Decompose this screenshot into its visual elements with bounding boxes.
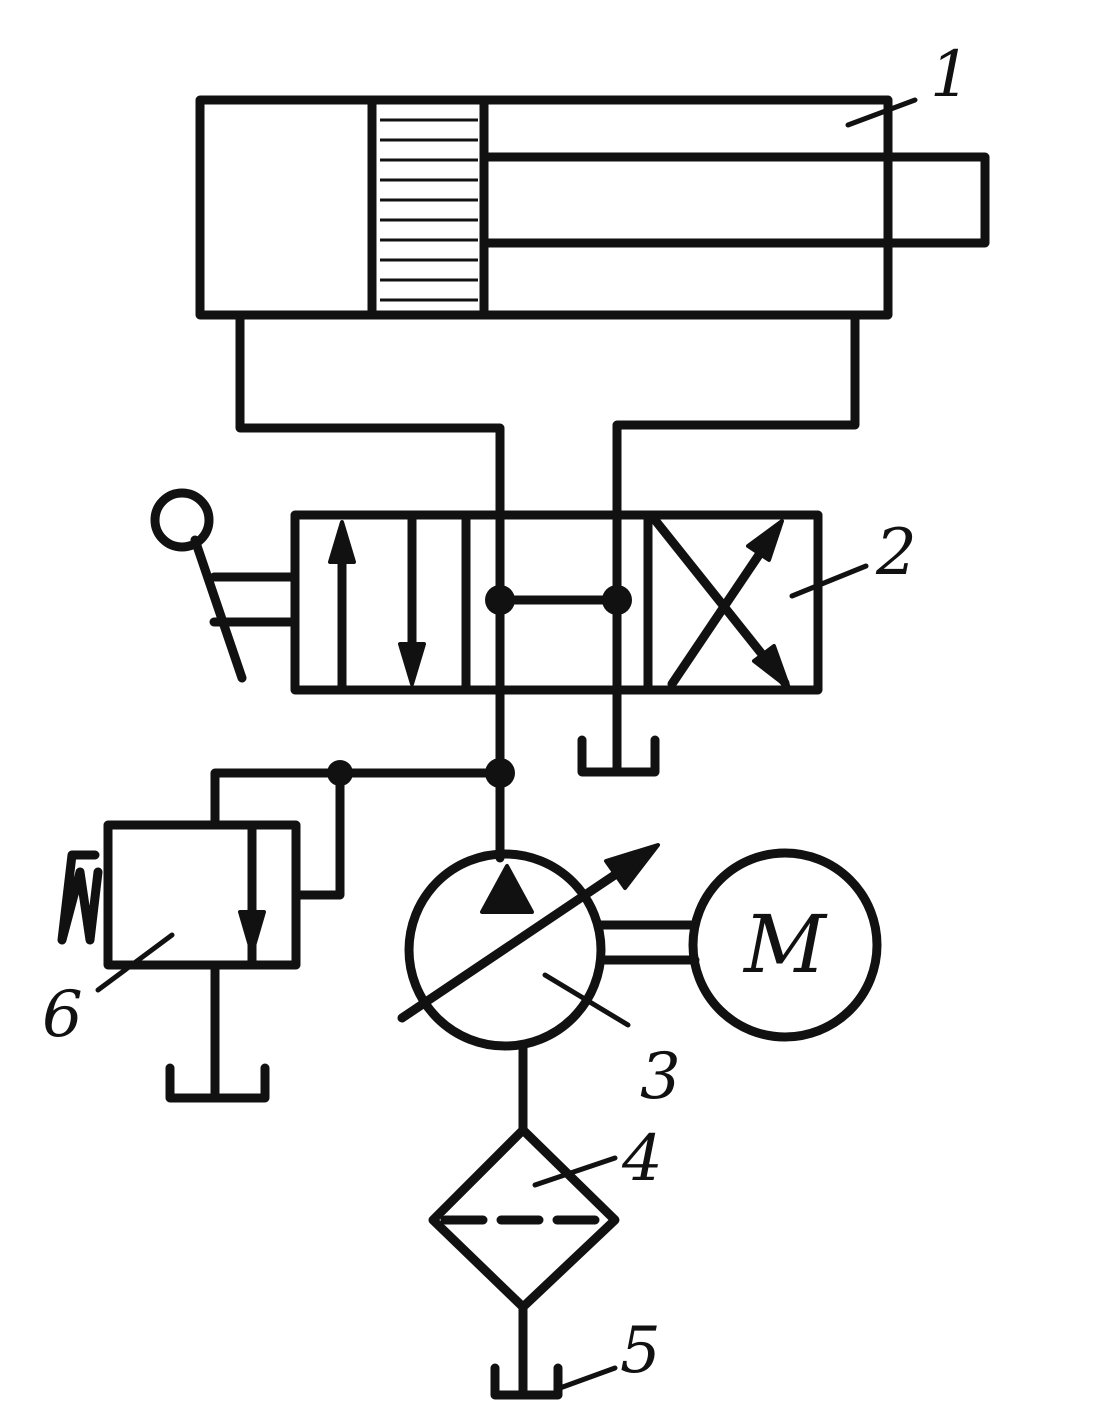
leader-line-1	[845, 97, 918, 128]
label-2: 2	[875, 516, 917, 590]
lever-handle[interactable]	[190, 535, 247, 683]
label-3: 3	[640, 1040, 681, 1114]
label-1: 1	[930, 38, 971, 112]
tank-symbol-relief	[165, 1063, 270, 1103]
valve-manual-lever[interactable]	[150, 488, 300, 683]
valve-right-envelope	[650, 515, 791, 690]
leader-line-5	[557, 1365, 618, 1391]
hydraulic-cylinder	[195, 95, 990, 320]
relief-valve-spring	[57, 850, 103, 945]
line-pressure-to-relief	[210, 768, 505, 830]
motor-label: M	[742, 898, 828, 991]
leader-line-2	[789, 563, 869, 599]
leader-line-3	[542, 972, 631, 1028]
valve-center-envelope	[485, 510, 632, 695]
variable-pump	[397, 843, 660, 1051]
line-cylinder-cap-to-valve	[235, 310, 505, 605]
label-6: 6	[42, 978, 83, 1052]
junction-pilot	[327, 760, 353, 786]
pump-flow-triangle	[480, 864, 534, 914]
leader-line-4	[532, 1155, 618, 1188]
pump-variable-arrow	[397, 853, 645, 1023]
motor-body	[688, 848, 882, 1042]
relief-valve	[57, 820, 301, 970]
tank-symbol-main	[490, 1363, 563, 1400]
tank-symbol-valve	[577, 735, 660, 777]
piston-rod	[479, 152, 990, 248]
label-4: 4	[621, 1122, 663, 1196]
valve-left-envelope	[328, 510, 426, 695]
valve-body	[290, 510, 823, 695]
electric-motor: M	[688, 848, 882, 1042]
lever-knob[interactable]	[150, 488, 214, 552]
junction-pressure	[485, 758, 515, 788]
pump-body	[404, 849, 606, 1051]
cylinder-barrel	[195, 95, 893, 320]
relief-valve-body	[103, 820, 301, 970]
directional-valve	[150, 488, 823, 695]
piston	[380, 95, 489, 320]
filter	[428, 1125, 620, 1312]
leader-line-6	[95, 932, 175, 993]
label-5: 5	[620, 1314, 661, 1388]
line-relief-pilot	[291, 768, 345, 900]
